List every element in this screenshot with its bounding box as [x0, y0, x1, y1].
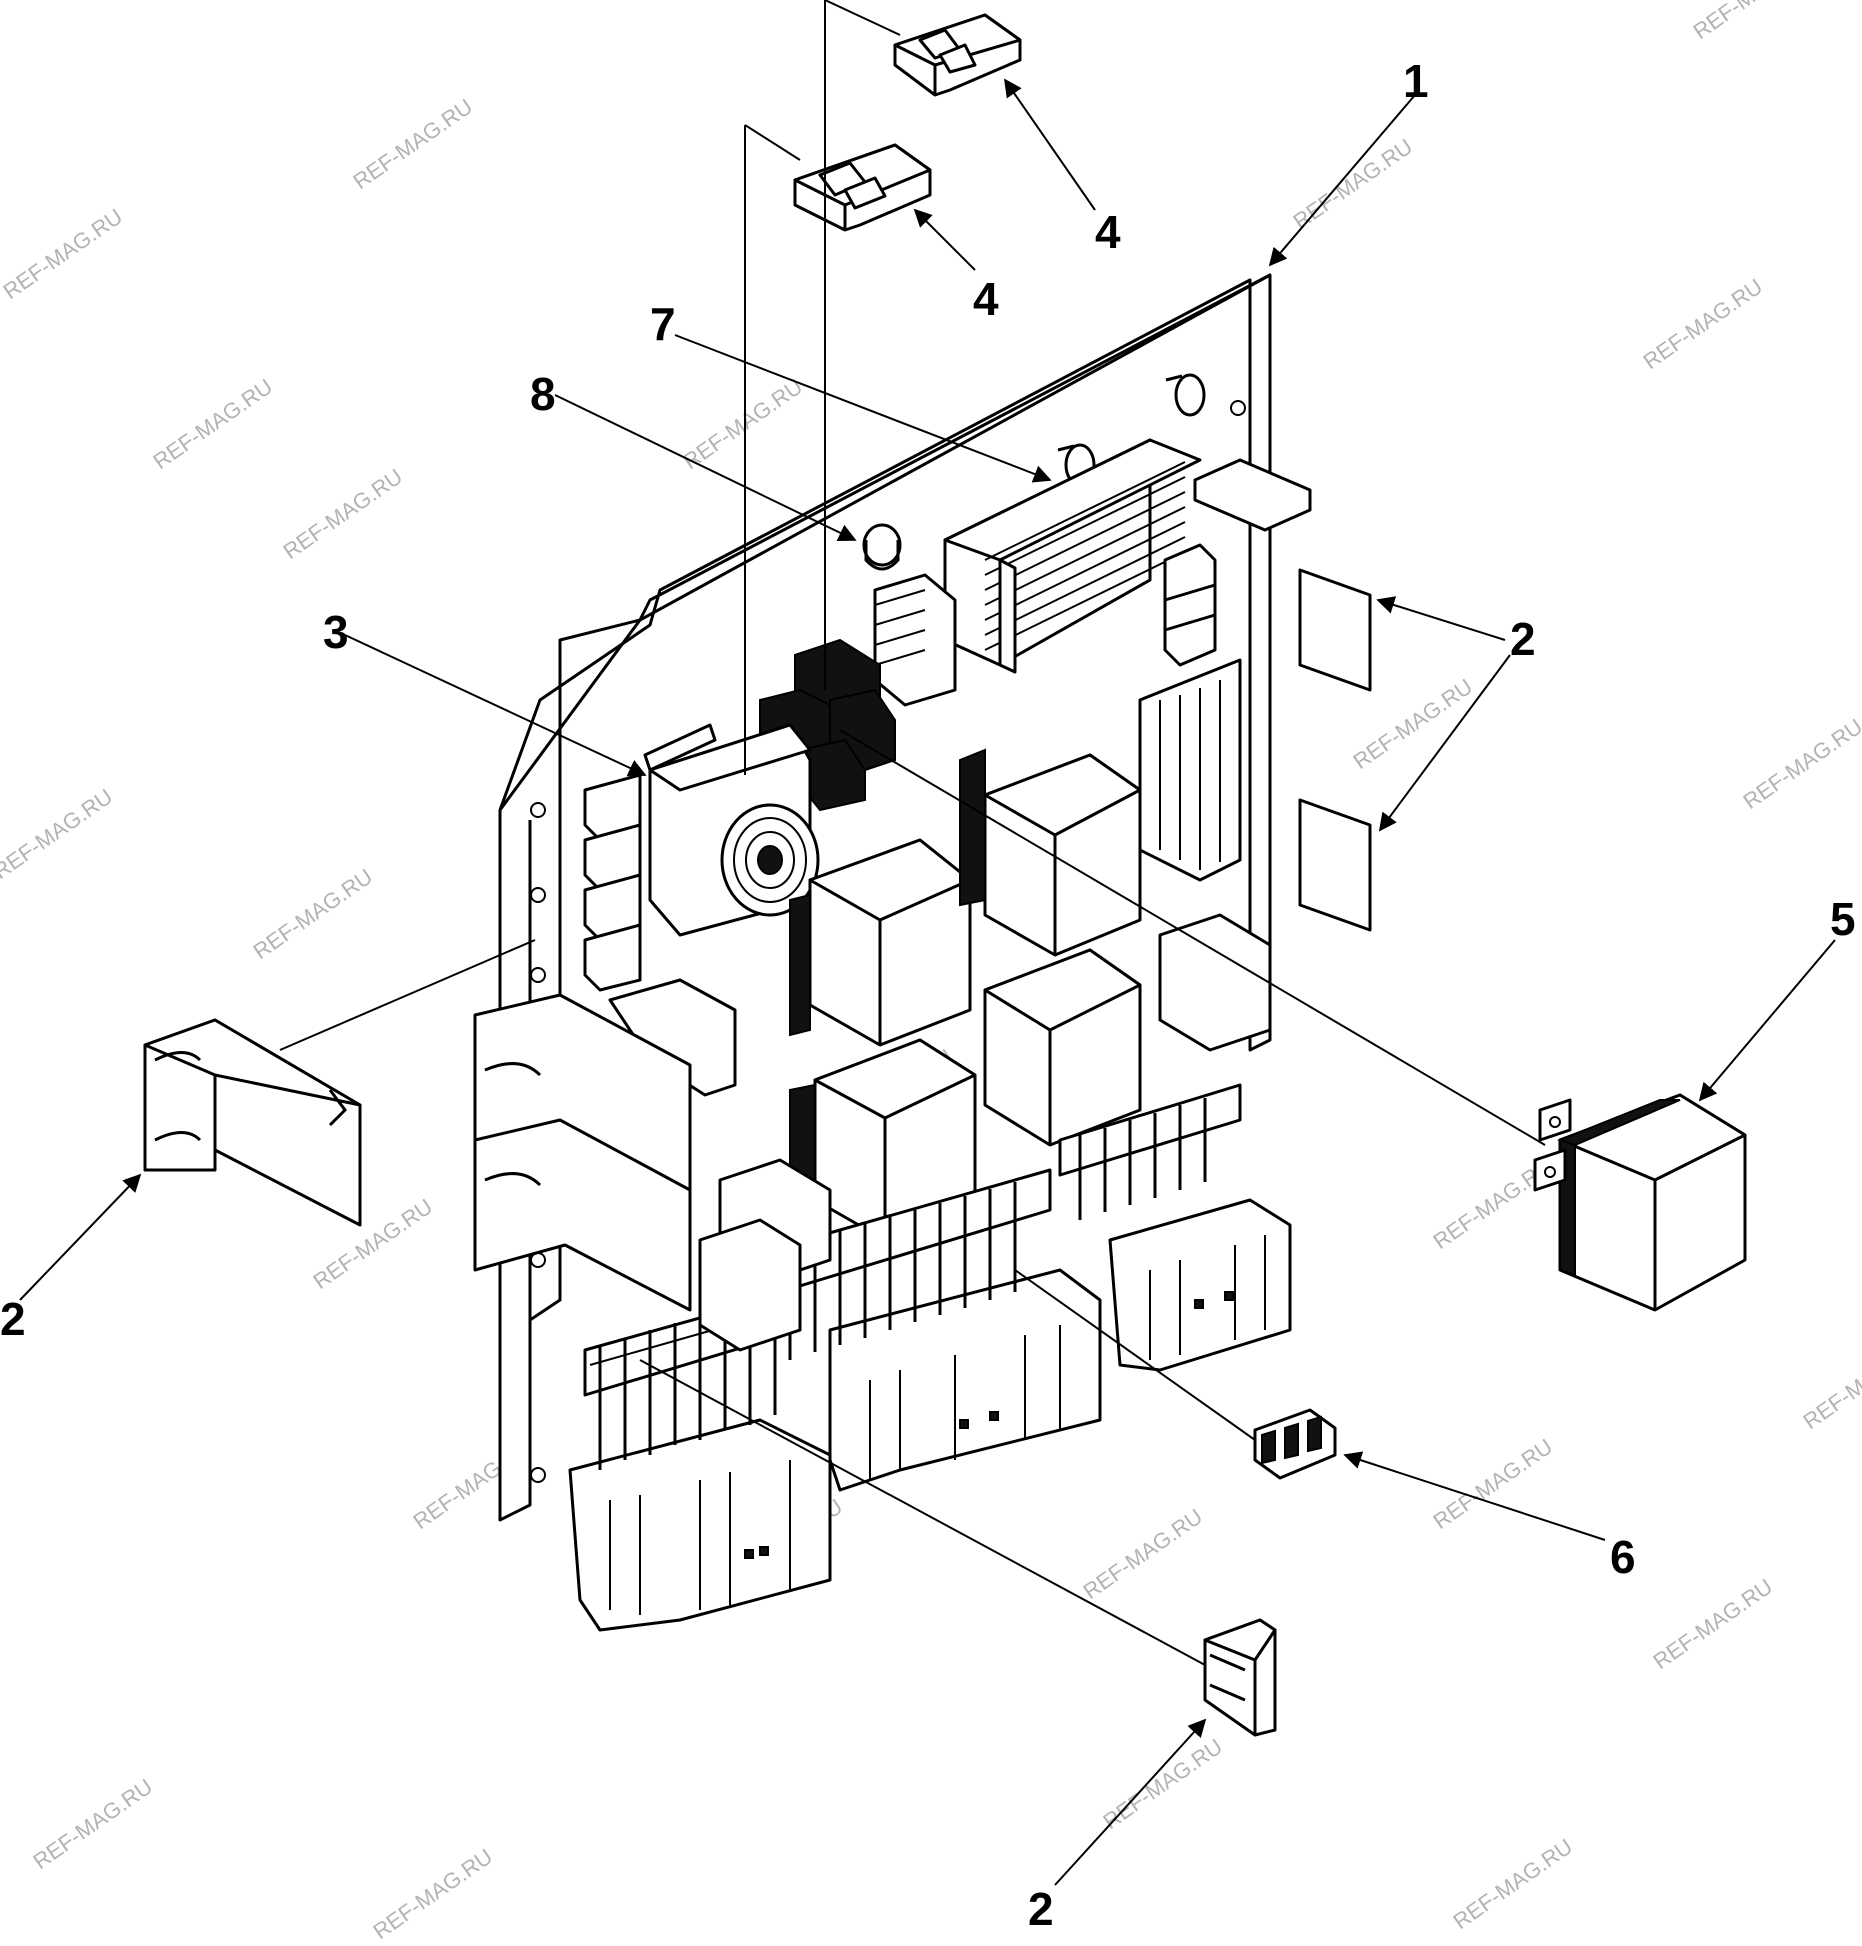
relay-heatsink-block [943, 438, 1202, 674]
watermark-text: REF-MAG.RU [29, 1774, 157, 1874]
relay-cube [808, 838, 972, 1047]
watermark-text: REF-MAG.RU [279, 464, 407, 564]
watermark-text: REF-MAG.RU [1689, 0, 1817, 44]
callout-2-bottom: 2 [1028, 1883, 1054, 1935]
watermark-text: REF-MAG.RU [369, 1844, 497, 1944]
watermark-text: REF-MAG.RU [149, 374, 277, 474]
callout-8: 8 [530, 368, 556, 420]
loose-fuse-top [893, 13, 1022, 97]
round-plug [862, 523, 902, 571]
loose-relay [1533, 1093, 1747, 1312]
watermark-text: REF-MAG.RU [1079, 1504, 1207, 1604]
loose-fuse-bottom [1203, 1618, 1277, 1737]
watermark-text: REF-MAG.RU [679, 374, 807, 474]
watermark-text: REF-MAG.RU [1739, 714, 1862, 814]
callout-4-top: 4 [1095, 206, 1121, 258]
watermark-text: REF-MAG.RU [1649, 1574, 1777, 1674]
callout-5: 5 [1830, 893, 1856, 945]
circuit-board-plate [498, 273, 1272, 1522]
relay-cube [983, 948, 1142, 1147]
loose-mounting-bracket [143, 1018, 362, 1227]
bottom-connector-housing [828, 1268, 1102, 1492]
callout-4-mid: 4 [973, 273, 999, 325]
callout-2-right: 2 [1510, 613, 1536, 665]
watermark-text: REF-MAG.RU [249, 864, 377, 964]
watermark-text: REF-MAG.RU [1639, 274, 1767, 374]
mini-fuse-row [698, 913, 1272, 1352]
callout-labels: 1 4 4 7 8 3 2 5 2 6 2 [0, 55, 1856, 1935]
left-side-bracket [473, 993, 692, 1312]
callout-7: 7 [650, 298, 676, 350]
callout-2-left: 2 [0, 1293, 26, 1345]
terminal-pin-row [1058, 1083, 1242, 1220]
bottom-connector-housing [568, 1418, 832, 1632]
mounting-clip-installed [1193, 458, 1372, 932]
watermark-text: REF-MAG.RU [0, 784, 117, 884]
loose-fuse-mid [793, 143, 932, 232]
watermark-text: REF-MAG.RU [349, 94, 477, 194]
callout-6: 6 [1610, 1531, 1636, 1583]
callout-1: 1 [1403, 55, 1429, 107]
relay-socket-cross [759, 638, 896, 812]
watermark-text: REF-MAG.RU [1289, 134, 1417, 234]
flasher-unit [643, 723, 820, 937]
bottom-connector-housing [1108, 1198, 1292, 1372]
callout-arrows [19, 78, 1836, 1886]
watermark-text: REF-MAG.RU [0, 204, 127, 304]
loose-small-connector [1253, 1408, 1337, 1480]
side-connector-stack [873, 573, 957, 707]
relay-cube [983, 753, 1142, 957]
callout-3: 3 [323, 606, 349, 658]
watermark-text: REF-MAG.RU [1799, 1334, 1862, 1434]
assembly-leader-lines [279, 0, 901, 1051]
fuse-bank-right [1138, 543, 1242, 882]
watermark-text: REF-MAG.RU [1449, 1834, 1577, 1934]
watermark-text: REF-MAG.RU [1099, 1734, 1227, 1834]
